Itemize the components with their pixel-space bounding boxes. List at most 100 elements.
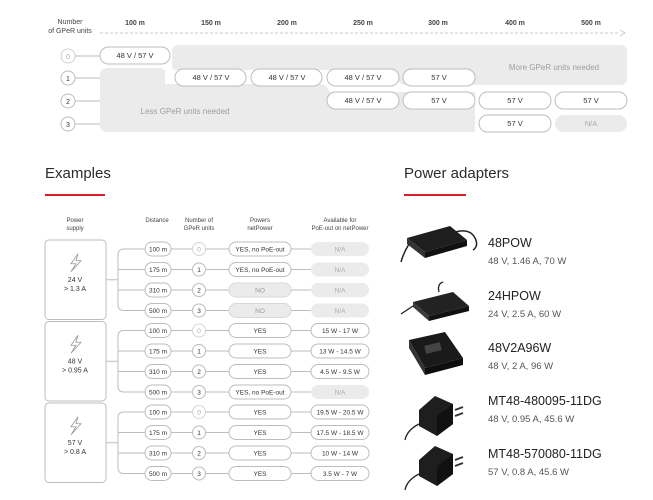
header-available-1: Available for — [324, 218, 357, 224]
available-pill — [311, 262, 369, 277]
row1-pill-3-text: 48 V / 57 V — [344, 73, 381, 82]
adapter-image-48pow — [400, 226, 478, 263]
header-distance: Distance — [145, 218, 169, 224]
available-value: 3.5 W - 7 W — [323, 471, 358, 478]
powers-value: YES — [253, 369, 267, 376]
distance-value: 310 m — [149, 369, 167, 376]
row3-pill-1 — [478, 114, 552, 133]
available-value: 19.5 W - 20.5 W — [317, 410, 365, 417]
more-units-label: More GPeR units needed — [509, 63, 599, 72]
available-value: N/A — [335, 267, 347, 274]
adapter-spec-5: 57 V, 0.8 A, 45.6 W — [488, 467, 569, 478]
more-units-region — [172, 45, 627, 85]
available-pill — [310, 445, 370, 461]
available-value: 13 W - 14.5 W — [319, 349, 361, 356]
row2-pill-1-text: 48 V / 57 V — [344, 96, 381, 105]
powers-value: YES — [253, 430, 267, 437]
units-value-1: 1 — [66, 76, 70, 83]
header-available-2: PoE-out on netPower — [311, 226, 368, 232]
adapter-spec-2: 24 V, 2.5 A, 60 W — [488, 309, 562, 320]
adapter-name-3: 48V2A96W — [488, 341, 552, 355]
lightning-icon — [70, 335, 82, 354]
supply-voltage: 57 V — [68, 440, 83, 447]
units-value-3: 3 — [66, 122, 70, 129]
adapter-image-24hpow — [400, 281, 469, 321]
powers-value: YES, no PoE-out — [235, 247, 284, 254]
row1-pill-1-text: 48 V / 57 V — [192, 73, 229, 82]
power-supply-group: 57 V> 0.8 A — [44, 402, 145, 483]
available-pill — [311, 303, 369, 318]
available-pill — [311, 242, 369, 256]
units-value: 2 — [197, 369, 201, 376]
row2-pill-4 — [554, 91, 628, 110]
header-powers-2: netPower — [247, 226, 272, 232]
units-value: 3 — [197, 390, 201, 397]
units-value: 0 — [197, 410, 201, 417]
adapter-spec-1: 48 V, 1.46 A, 70 W — [488, 256, 567, 267]
distance-value: 100 m — [149, 328, 167, 335]
available-value: 10 W - 14 W — [322, 451, 359, 458]
available-pill — [310, 404, 370, 420]
header-powers-1: Powers — [250, 218, 270, 224]
distance-label-250: 250 m — [353, 20, 373, 27]
gper-distance-diagram: Number of GPeR units 100 m 150 m 200 m 2… — [48, 19, 628, 133]
row1-pill-1 — [174, 68, 247, 87]
powers-value: YES — [253, 471, 267, 478]
distance-value: 175 m — [149, 267, 167, 274]
available-value: 17.5 W - 18.5 W — [317, 430, 365, 437]
distance-value: 310 m — [149, 451, 167, 458]
units-value: 1 — [197, 430, 201, 437]
available-value: N/A — [335, 390, 347, 397]
available-pill — [310, 425, 370, 440]
examples-title: Examples — [45, 165, 111, 182]
row2-pill-2-text: 57 V — [431, 96, 446, 105]
row1-pill-2 — [250, 68, 323, 87]
units-value: 1 — [197, 349, 201, 356]
distance-value: 100 m — [149, 247, 167, 254]
row2-pill-3-text: 57 V — [507, 96, 522, 105]
adapter-image-48v2a96w — [409, 332, 463, 375]
adapters-title: Power adapters — [404, 165, 510, 182]
supply-current: > 0.95 A — [62, 367, 88, 374]
row2-pill-2 — [402, 91, 476, 110]
adapter-name-1: 48POW — [488, 236, 532, 250]
adapter-spec-3: 48 V, 2 A, 96 W — [488, 361, 554, 372]
header-supply-2: supply — [66, 226, 83, 232]
less-units-label: Less GPeR units needed — [141, 107, 230, 116]
examples-table: Power supply Distance Number of GPeR uni… — [44, 218, 370, 483]
units-value: 0 — [197, 328, 201, 335]
units-value: 2 — [197, 451, 201, 458]
available-pill — [310, 343, 370, 359]
distance-label-400: 400 m — [505, 20, 525, 27]
distance-label-200: 200 m — [277, 20, 297, 27]
units-value: 2 — [197, 288, 201, 295]
powers-value: YES, no PoE-out — [235, 390, 284, 397]
powers-value: NO — [255, 308, 265, 315]
row0-pill-1-text: 48 V / 57 V — [116, 51, 153, 60]
adapter-image-mt48-480095 — [404, 396, 464, 441]
powers-value: YES — [253, 349, 267, 356]
available-value: 4.5 W - 9.5 W — [320, 369, 361, 376]
powers-value: YES — [253, 328, 267, 335]
header-units-1: Number of — [185, 218, 213, 224]
units-header-line2: of GPeR units — [48, 28, 92, 35]
distance-arrow-head — [619, 29, 626, 37]
distance-value: 175 m — [149, 430, 167, 437]
adapter-name-4: MT48-480095-11DG — [488, 394, 602, 408]
example-row: 175 m 1 YES 13 W - 14.5 W — [144, 343, 370, 359]
distance-value: 175 m — [149, 349, 167, 356]
units-value: 1 — [197, 267, 201, 274]
row1-pill-2-text: 48 V / 57 V — [268, 73, 305, 82]
available-pill — [311, 385, 369, 399]
distance-value: 100 m — [149, 410, 167, 417]
distance-label-500: 500 m — [581, 20, 601, 27]
distance-label-100: 100 m — [125, 20, 145, 27]
distance-label-150: 150 m — [201, 20, 221, 27]
units-value-2: 2 — [66, 99, 70, 106]
